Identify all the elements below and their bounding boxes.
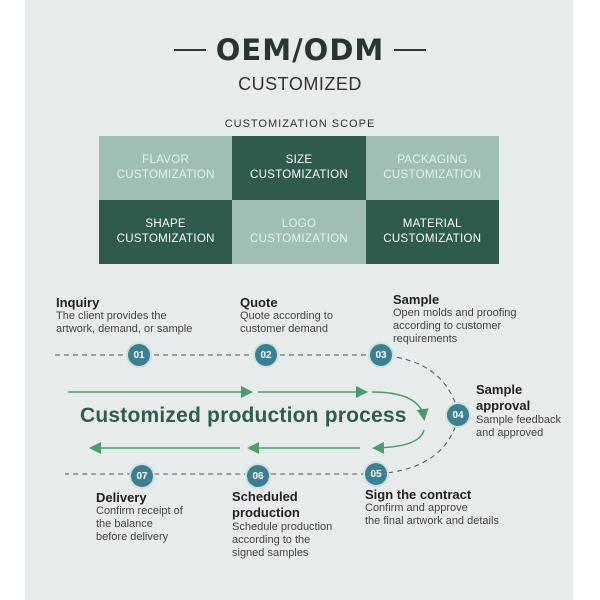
- arrow-right-curve: [371, 391, 429, 421]
- step-number-badge: 04: [447, 404, 469, 426]
- scope-cell: PACKAGING CUSTOMIZATION: [365, 136, 499, 200]
- scope-cell: FLAVOR CUSTOMIZATION: [99, 136, 233, 200]
- step-number-badge: 03: [370, 344, 392, 366]
- step-title: Scheduled production: [232, 489, 300, 520]
- process-label: Customized production process: [80, 404, 407, 427]
- page-subtitle: CUSTOMIZED: [238, 74, 362, 94]
- title-left-line: [173, 49, 206, 51]
- step-description: Confirm receipt of the balance before de…: [96, 505, 183, 543]
- step-quote: Quote Quote according to customer demand: [240, 295, 333, 336]
- title-right-line: [394, 49, 427, 51]
- step-number-badge: 01: [128, 344, 150, 366]
- step-sign-contract: Sign the contract Confirm and approve th…: [365, 487, 499, 528]
- step-title: Delivery: [96, 490, 147, 505]
- scope-cell: SHAPE CUSTOMIZATION: [99, 200, 233, 264]
- scope-cell-label: FLAVOR CUSTOMIZATION: [116, 154, 215, 181]
- step-description: Sample feedback and approved: [476, 414, 561, 439]
- step-description: Quote according to customer demand: [240, 310, 333, 335]
- arrow-left-curve: [372, 429, 425, 454]
- scope-cell-label: SIZE CUSTOMIZATION: [249, 154, 348, 181]
- step-description: Open molds and proofing according to cus…: [393, 307, 517, 345]
- step-inquiry: Inquiry The client provides the artwork,…: [56, 295, 192, 336]
- step-number-badge: 02: [255, 344, 277, 366]
- scope-cell-label: LOGO CUSTOMIZATION: [249, 218, 348, 245]
- bottom-dashed-path: [65, 417, 459, 475]
- title-row: OEM/ODM: [0, 30, 600, 70]
- step-scheduled-production: Scheduled production Schedule production…: [232, 489, 332, 560]
- step-number-badge: 07: [131, 465, 153, 487]
- scope-cell-label: SHAPE CUSTOMIZATION: [116, 218, 215, 245]
- step-title: Sample approval: [476, 382, 531, 413]
- step-delivery: Delivery Confirm receipt of the balance …: [96, 490, 183, 544]
- step-sample-approval: Sample approval Sample feedback and appr…: [476, 382, 561, 440]
- step-title: Sample: [393, 292, 440, 307]
- customization-grid: FLAVOR CUSTOMIZATION SIZE CUSTOMIZATION …: [99, 136, 499, 264]
- scope-cell: MATERIAL CUSTOMIZATION: [365, 200, 499, 264]
- step-title: Inquiry: [56, 295, 100, 310]
- step-title: Sign the contract: [365, 487, 472, 502]
- background-panel: [25, 0, 573, 600]
- step-number-badge: 05: [365, 463, 387, 485]
- scope-title: CUSTOMIZATION SCOPE: [224, 118, 376, 130]
- scope-cell: LOGO CUSTOMIZATION: [232, 200, 366, 264]
- step-description: The client provides the artwork, demand,…: [56, 310, 193, 335]
- step-description: Confirm and approve the final artwork an…: [365, 502, 499, 527]
- step-number-badge: 06: [247, 465, 269, 487]
- step-description: Schedule production according to the sig…: [232, 521, 333, 559]
- page-title: OEM/ODM: [215, 33, 385, 67]
- step-sample: Sample Open molds and proofing according…: [393, 292, 517, 346]
- scope-cell: SIZE CUSTOMIZATION: [232, 136, 366, 200]
- step-title: Quote: [240, 295, 278, 310]
- scope-cell-label: PACKAGING CUSTOMIZATION: [383, 154, 482, 181]
- scope-cell-label: MATERIAL CUSTOMIZATION: [383, 218, 482, 245]
